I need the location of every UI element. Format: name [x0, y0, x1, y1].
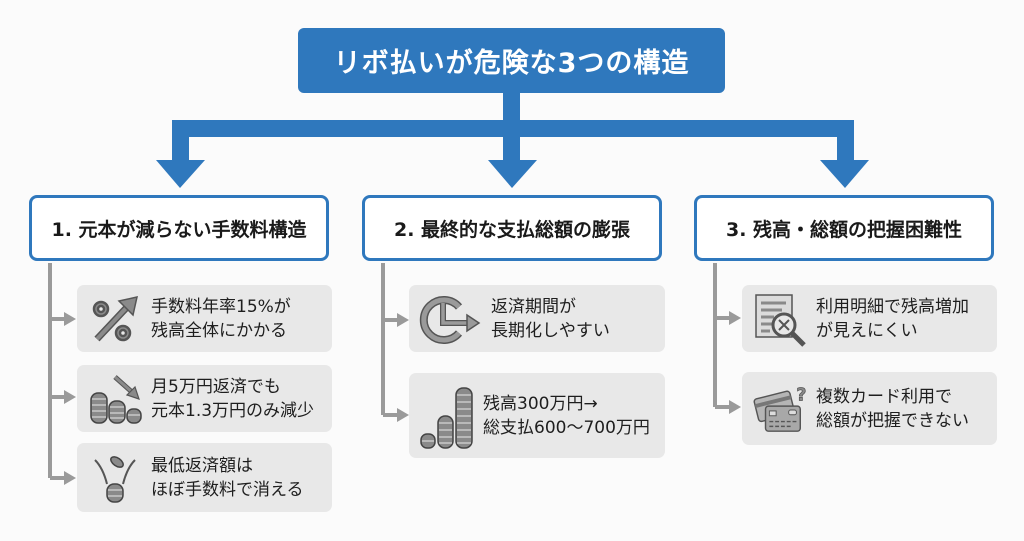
- category-box-2: 2. 最終的な支払総額の膨張: [362, 195, 662, 261]
- item-line: 総支払600〜700万円: [483, 417, 650, 438]
- item-text: 返済期間が 長期化しやすい: [491, 295, 610, 343]
- item-text: 複数カード利用で 総額が把握できない: [816, 385, 969, 433]
- arrow-right-icon: [397, 313, 409, 327]
- item-text: 残高300万円→ 総支払600〜700万円: [483, 392, 650, 440]
- arrow-down-icon: [156, 160, 205, 188]
- item-line: 返済期間が: [491, 296, 576, 317]
- item-text: 手数料年率15%が 残高全体にかかる: [151, 295, 291, 343]
- item-text: 最低返済額は ほぼ手数料で消える: [151, 454, 304, 502]
- coins-growing-icon: [419, 380, 475, 452]
- list-item: 残高300万円→ 総支払600〜700万円: [409, 373, 665, 458]
- arrow-right-icon: [64, 312, 76, 326]
- item-line: 元本1.3万円のみ減少: [151, 400, 315, 421]
- item-line: 残高全体にかかる: [151, 320, 287, 341]
- list-item: ? 複数カード利用で 総額が把握できない: [742, 372, 997, 445]
- item-line: ほぼ手数料で消える: [151, 479, 304, 500]
- arrow-right-icon: [729, 311, 741, 325]
- left-stem: [172, 120, 189, 162]
- diagram-title: リボ払いが危険な3つの構造: [298, 28, 725, 93]
- category-box-3: 3. 残高・総額の把握困難性: [694, 195, 994, 261]
- statement-magnifier-icon: [752, 291, 808, 347]
- item-line: 長期化しやすい: [491, 320, 610, 341]
- arrow-right-icon: [64, 390, 76, 404]
- item-line: 総額が把握できない: [816, 410, 969, 431]
- item-line: 最低返済額は: [151, 455, 253, 476]
- arrow-down-icon: [820, 160, 869, 188]
- coin-falling-icon: [87, 450, 143, 506]
- item-line: 複数カード利用で: [816, 386, 952, 407]
- arrow-right-icon: [729, 400, 741, 414]
- list-item: 月5万円返済でも 元本1.3万円のみ減少: [77, 365, 332, 432]
- tree-lines: [48, 263, 731, 480]
- right-stem: [837, 120, 854, 162]
- arrow-down-icon: [488, 160, 537, 188]
- list-item: 手数料年率15%が 残高全体にかかる: [77, 285, 332, 352]
- tree-arrowheads: [64, 311, 741, 485]
- flow-arrows: [156, 92, 869, 188]
- list-item: 利用明細で残高増加 が見えにくい: [742, 285, 997, 352]
- svg-text:?: ?: [796, 385, 806, 405]
- item-line: 手数料年率15%が: [151, 296, 291, 317]
- category-box-1: 1. 元本が減らない手数料構造: [29, 195, 329, 261]
- arrow-right-icon: [397, 408, 409, 422]
- list-item: 返済期間が 長期化しやすい: [409, 285, 665, 352]
- arrow-right-icon: [64, 471, 76, 485]
- percent-up-arrow-icon: [87, 291, 143, 347]
- clock-extend-icon: [419, 291, 483, 347]
- item-line: 利用明細で残高増加: [816, 296, 969, 317]
- list-item: 最低返済額は ほぼ手数料で消える: [77, 443, 332, 512]
- item-line: 残高300万円→: [483, 393, 598, 414]
- item-line: 月5万円返済でも: [151, 376, 281, 397]
- item-text: 利用明細で残高増加 が見えにくい: [816, 295, 969, 343]
- item-line: が見えにくい: [816, 320, 918, 341]
- coins-decreasing-icon: [87, 371, 143, 427]
- item-text: 月5万円返済でも 元本1.3万円のみ減少: [151, 375, 314, 423]
- center-stem: [503, 120, 520, 162]
- cards-question-icon: ?: [752, 381, 808, 437]
